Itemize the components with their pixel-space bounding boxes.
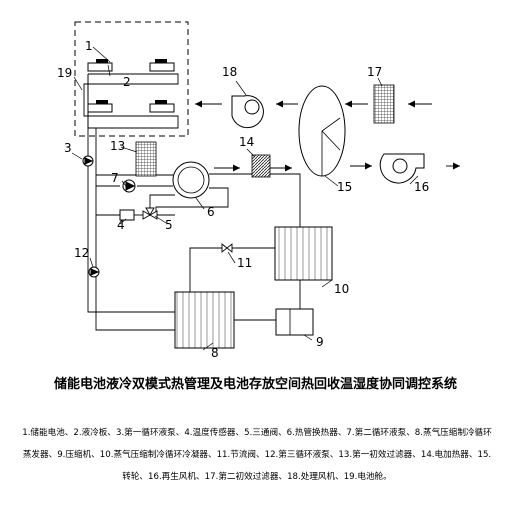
cold-plate <box>155 59 167 63</box>
label-16: 16 <box>414 180 429 194</box>
regeneration-fan <box>379 153 425 184</box>
label-11: 11 <box>237 256 252 270</box>
label-1: 1 <box>85 39 93 53</box>
temperature-sensor <box>119 209 135 221</box>
primary-filter-1 <box>135 141 157 177</box>
label-9: 9 <box>316 335 324 349</box>
evaporator <box>174 291 235 349</box>
cold-plate <box>96 100 108 104</box>
primary-filter-2 <box>373 84 395 124</box>
electric-heater <box>251 154 271 178</box>
compressor <box>275 308 314 336</box>
battery-cell <box>149 103 175 113</box>
process-fan <box>231 95 264 129</box>
label-17: 17 <box>367 65 382 79</box>
pump-3 <box>82 155 94 167</box>
label-8: 8 <box>211 346 219 360</box>
cold-plate <box>96 59 108 63</box>
battery-cell <box>149 62 175 72</box>
label-14: 14 <box>239 135 254 149</box>
label-3: 3 <box>64 141 72 155</box>
cold-plate <box>155 100 167 104</box>
label-19: 19 <box>57 66 72 80</box>
expansion-valve <box>221 243 233 253</box>
battery-compartment <box>74 21 189 137</box>
label-4: 4 <box>117 218 125 232</box>
label-6: 6 <box>207 205 215 219</box>
condenser <box>274 226 333 281</box>
figure-legend: 1.储能电池、2.液冷板、3.第一循环液泵、4.温度传感器、5.三通阀、6.热管… <box>22 428 492 482</box>
figure-title: 储能电池液冷双模式热管理及电池存放空间热回收温湿度协同调控系统 <box>53 377 457 392</box>
label-10: 10 <box>334 282 349 296</box>
label-5: 5 <box>165 218 173 232</box>
battery-cell <box>87 103 113 113</box>
pump-12 <box>88 266 100 278</box>
label-12: 12 <box>74 246 89 260</box>
label-7: 7 <box>111 171 119 185</box>
pump-7 <box>122 179 136 193</box>
label-2: 2 <box>123 75 131 89</box>
three-way-valve <box>142 207 158 220</box>
system-diagram: 1 2 19 3 13 7 4 5 6 12 11 14 15 16 17 18… <box>57 21 460 360</box>
label-18: 18 <box>222 65 237 79</box>
label-13: 13 <box>110 139 125 153</box>
label-15: 15 <box>337 180 352 194</box>
